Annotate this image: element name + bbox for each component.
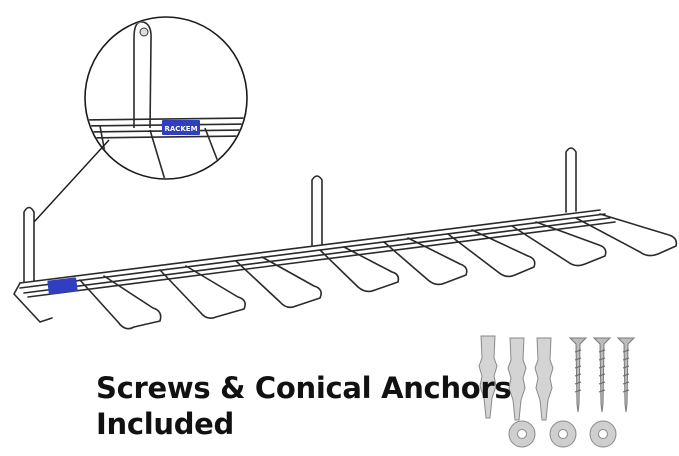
caption-line-2: Included [96, 407, 234, 441]
washer-icon [508, 420, 536, 448]
wall-anchors [478, 335, 554, 421]
caption-line-1: Screws & Conical Anchors [96, 371, 512, 405]
anchor-icon [507, 337, 527, 421]
washer-icon [549, 420, 577, 448]
anchor-icon [534, 337, 554, 421]
zoom-leader-line [33, 139, 110, 223]
screws [568, 337, 636, 413]
screw-icon [592, 337, 612, 413]
wire-rack [13, 147, 678, 330]
hardware-caption: Screws & Conical Anchors Included [96, 370, 512, 442]
svg-text:RACKEM: RACKEM [164, 125, 197, 133]
screw-icon [616, 337, 636, 413]
washer-icon [589, 420, 617, 448]
anchor-icon [478, 335, 498, 419]
washers [508, 420, 617, 448]
brand-tag [47, 277, 78, 295]
detail-zoom-inset: RACKEM [84, 16, 248, 180]
brand-tag-zoom: RACKEM [162, 120, 200, 135]
screw-icon [568, 337, 588, 413]
